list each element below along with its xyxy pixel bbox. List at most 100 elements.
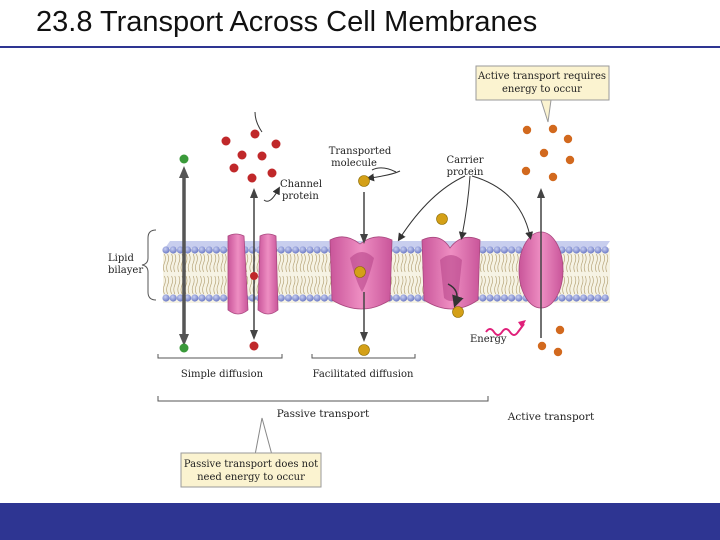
facilitated-arrow	[360, 192, 368, 342]
lipid-tail	[504, 275, 508, 295]
lipid-tail	[569, 275, 573, 295]
lipid-tail	[501, 253, 505, 273]
lipid-head	[292, 294, 300, 302]
lipid-head	[184, 294, 192, 302]
lipid-tail	[292, 253, 296, 273]
lipid-tail	[307, 253, 310, 273]
lipid-head	[558, 294, 566, 302]
lipid-tail	[310, 275, 313, 295]
lipid-tail	[170, 275, 173, 295]
lipid-head	[284, 294, 292, 302]
lipid-head	[565, 246, 573, 254]
lipid-tail	[393, 253, 397, 273]
lipid-head	[306, 246, 314, 254]
lipid-head	[292, 246, 300, 254]
lipid-tail	[249, 253, 253, 273]
lipid-tail	[598, 253, 601, 273]
carrier-protein-2	[421, 236, 481, 310]
lipid-tail	[206, 253, 209, 273]
lipid-tail	[573, 253, 577, 273]
lipid-tail	[515, 275, 519, 295]
lipid-tail	[605, 253, 609, 273]
lipid-tail	[583, 253, 587, 273]
lipid-tail	[299, 253, 303, 273]
bracket-lines	[157, 354, 489, 402]
bottom-bar	[0, 503, 720, 540]
lipid-tail	[285, 275, 289, 295]
lipid-tail	[504, 253, 508, 273]
lipid-tail	[166, 275, 169, 295]
lipid-label-line1: Lipid	[108, 253, 134, 264]
lipid-tail	[324, 253, 328, 273]
passive-callout-box	[180, 452, 322, 488]
molecules-orange	[521, 124, 575, 357]
lipid-tail	[411, 275, 414, 295]
lipid-head	[162, 246, 170, 254]
lipid-tail	[303, 275, 306, 295]
lipid-tail	[202, 253, 205, 273]
lipid-tail	[177, 275, 181, 295]
lipid-head	[493, 246, 501, 254]
lipid-tail	[587, 253, 591, 273]
lipid-head	[313, 246, 321, 254]
lipid-tail	[418, 275, 421, 295]
lipid-head	[508, 246, 516, 254]
lipid-tail	[483, 253, 486, 273]
lipid-tail	[403, 275, 407, 295]
lipid-tail	[281, 253, 285, 273]
lipid-head	[248, 246, 256, 254]
lipid-tail	[278, 275, 281, 295]
lipid-tail	[497, 275, 501, 295]
lipid-tail	[314, 275, 317, 295]
lipid-tail	[177, 253, 181, 273]
lipid-tail	[407, 275, 411, 295]
lipid-head	[601, 294, 609, 302]
lipid-tail	[199, 253, 202, 273]
lipid-tail	[508, 253, 512, 273]
lipid-tail	[479, 275, 483, 295]
lipid-head	[515, 246, 523, 254]
lipid-head	[508, 294, 516, 302]
lipid-tail	[223, 275, 227, 295]
lipid-tail	[396, 253, 400, 273]
lipid-head	[580, 246, 588, 254]
lipid-tail	[602, 253, 605, 273]
lipid-tail	[295, 275, 299, 295]
lipid-tail	[209, 275, 213, 295]
simple-diffusion-arrow	[179, 166, 189, 346]
lipid-head	[414, 294, 422, 302]
lipid-tail	[170, 253, 173, 273]
lipid-tail	[321, 275, 325, 295]
transported-label-line2: molecule	[331, 158, 377, 169]
lipid-tail	[595, 275, 598, 295]
lipid-tail	[580, 275, 584, 295]
slide-title: 23.8 Transport Across Cell Membranes	[36, 6, 538, 38]
lipid-tail	[479, 253, 483, 273]
lipid-head	[248, 294, 256, 302]
passive-callout-pointer	[254, 417, 273, 456]
molecules-red-top	[221, 129, 281, 183]
carrier-label-line2: protein	[447, 167, 484, 178]
lipid-tail	[213, 253, 217, 273]
lipid-head	[594, 246, 602, 254]
lipid-head	[320, 246, 328, 254]
lipid-tail	[494, 253, 497, 273]
lipid-tail	[292, 275, 296, 295]
lipid-tail	[497, 253, 501, 273]
lipid-tail	[288, 275, 292, 295]
lipid-head	[500, 294, 508, 302]
lipid-tail	[595, 253, 598, 273]
lipid-head	[162, 294, 170, 302]
passive-callout-line2: need energy to occur	[197, 472, 305, 483]
lipid-tail	[591, 253, 594, 273]
lipid-tail	[195, 253, 198, 273]
lipid-tail	[605, 275, 609, 295]
lipid-tail	[407, 253, 411, 273]
lipid-tail	[494, 275, 497, 295]
lipid-tail	[515, 253, 519, 273]
active-callout-box	[475, 65, 610, 101]
lipid-head	[594, 294, 602, 302]
active-transport-label: Active transport	[507, 411, 595, 423]
lipid-head	[313, 294, 321, 302]
lipid-tail	[393, 275, 397, 295]
